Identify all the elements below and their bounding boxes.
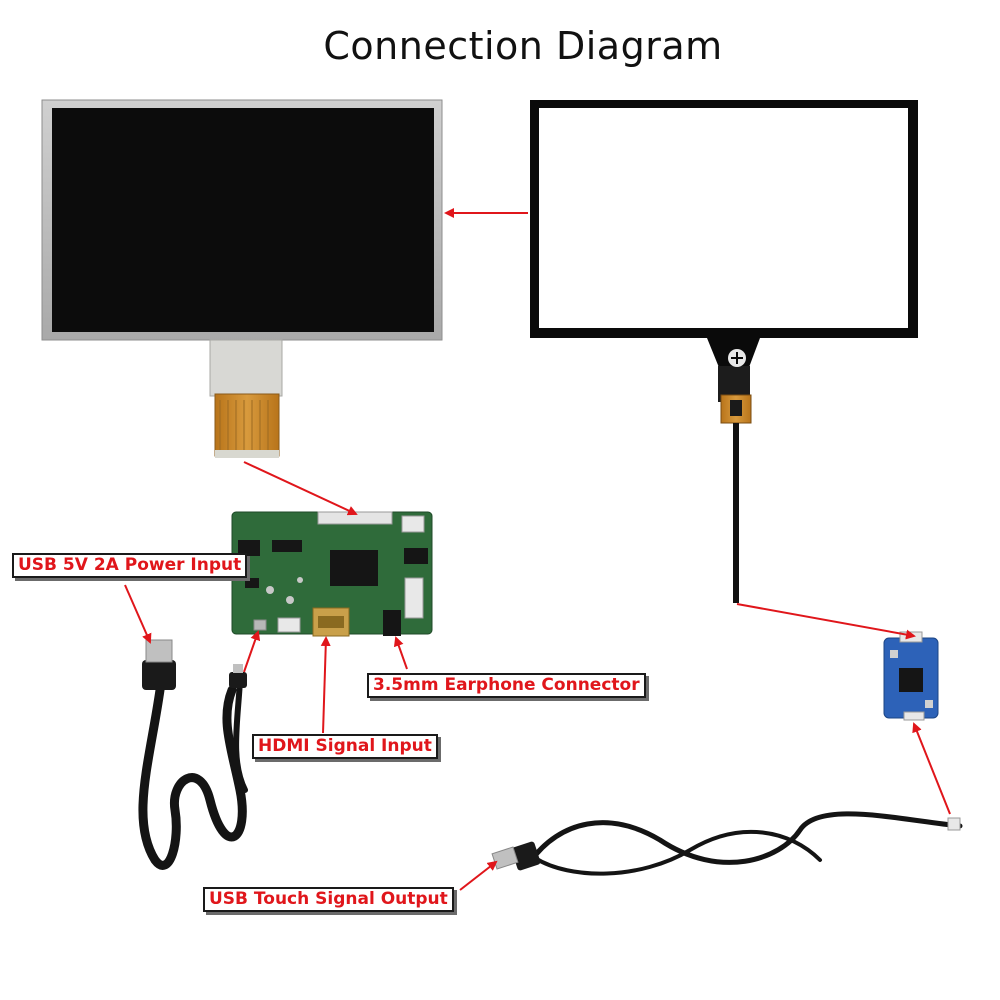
touch-fpc-ribbon — [733, 423, 739, 603]
arrow-micro-usb — [243, 630, 261, 673]
arrow-touch-to-controller — [736, 603, 916, 640]
touch-panel — [530, 100, 918, 603]
micro-usb-plug — [229, 672, 247, 688]
usb-a-plug-housing — [142, 660, 176, 690]
arrow-hdmi — [320, 636, 331, 734]
lcd-screen — [52, 108, 434, 332]
touch-glass — [539, 108, 908, 328]
usb-touch-plug-housing — [511, 841, 541, 871]
connection-arrows — [124, 208, 951, 891]
touch-controller-board — [883, 631, 939, 721]
usb-touch-cable — [491, 811, 963, 876]
lcd-fpc-cable — [214, 393, 280, 457]
usb-power-cable — [138, 639, 248, 870]
main-ic-chip — [330, 550, 378, 586]
lcd-panel — [41, 99, 443, 458]
diagram-title: Connection Diagram — [323, 24, 723, 68]
micro-usb-port — [253, 619, 267, 631]
arrow-earphone — [393, 636, 408, 670]
arrow-lcd-to-board — [243, 461, 358, 516]
driver-board — [231, 511, 433, 637]
arrow-cable-to-controller — [912, 722, 951, 815]
earphone-jack — [383, 610, 401, 636]
power-input-label: USB 5V 2A Power Input — [12, 553, 248, 578]
earphone-connector-label: 3.5mm Earphone Connector — [367, 673, 646, 698]
usb-touch-plug-metal — [491, 846, 519, 870]
arrow-power-label — [124, 584, 152, 644]
usb-a-plug-metal — [145, 639, 173, 663]
arrow-usb-touch — [459, 860, 498, 891]
lcd-flex-base — [209, 339, 283, 397]
usb-touch-output-label: USB Touch Signal Output — [203, 887, 454, 912]
hdmi-input-label: HDMI Signal Input — [252, 734, 438, 759]
